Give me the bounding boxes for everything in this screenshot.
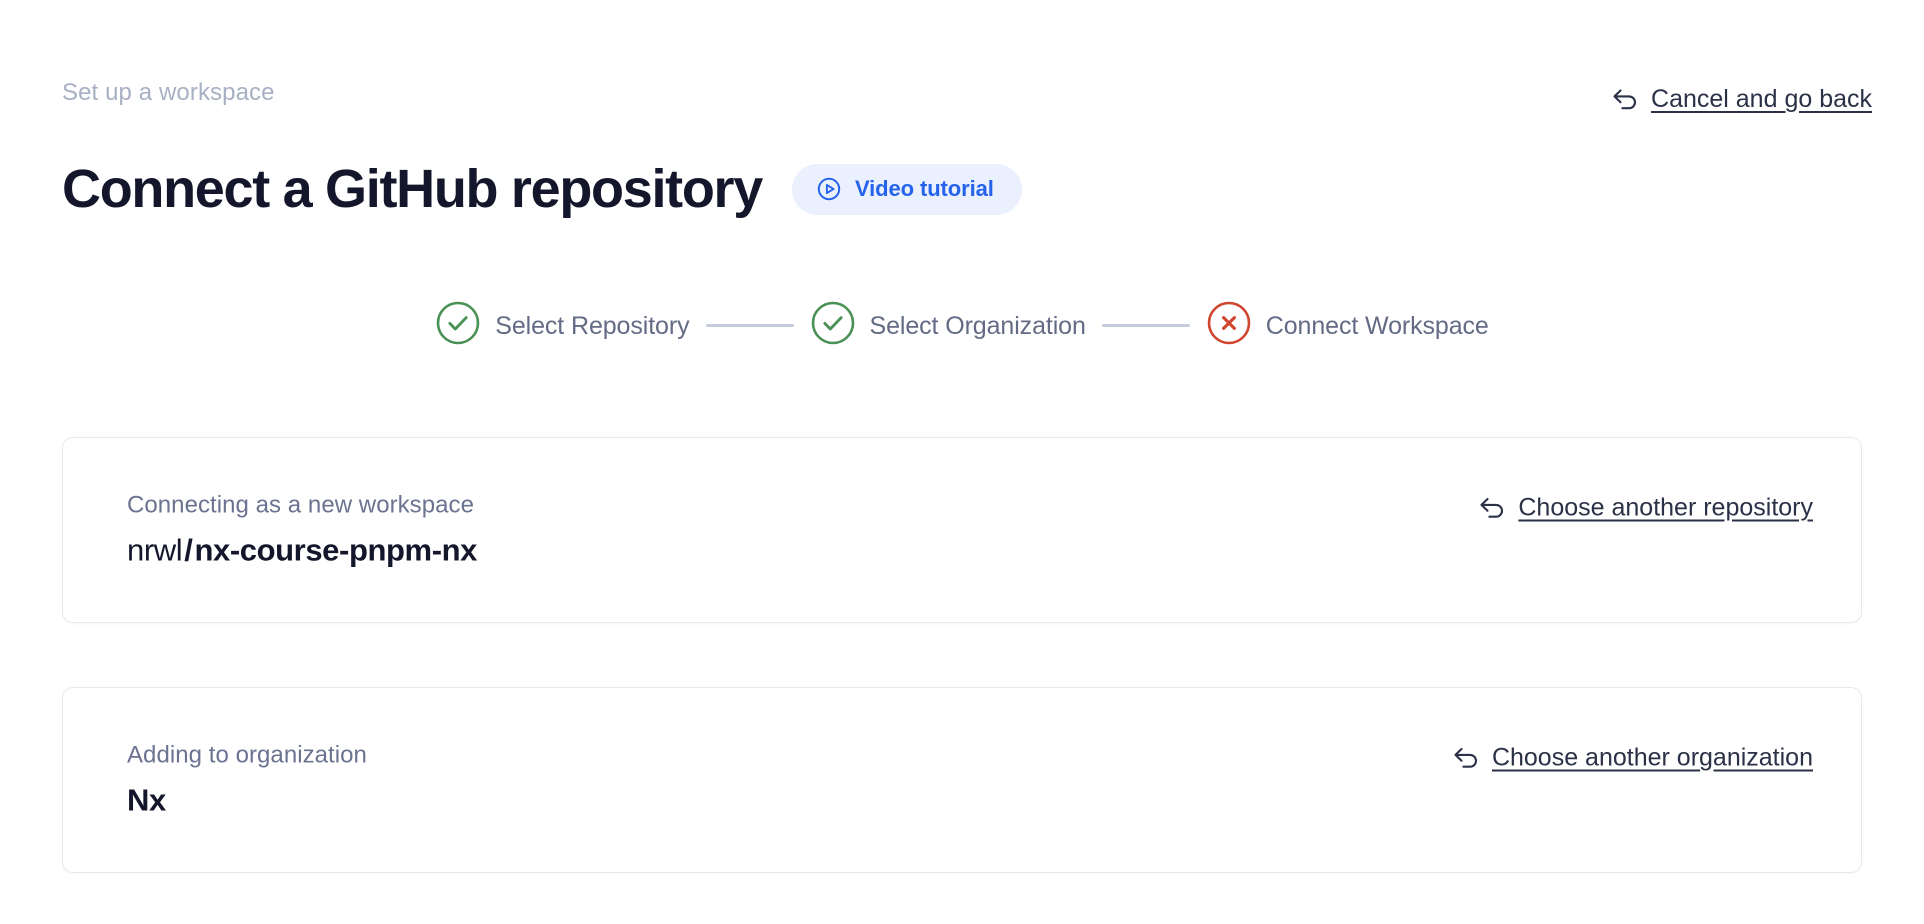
repository-card: Connecting as a new workspace nrwl/nx-co… <box>62 437 1862 623</box>
organization-card-value: Nx <box>127 782 166 818</box>
organization-card-inner: Adding to organization Nx Choose another… <box>127 741 1813 820</box>
stepper-connector-1 <box>705 324 794 327</box>
stepper-label-connect-workspace: Connect Workspace <box>1265 311 1489 340</box>
back-arrow-icon <box>1477 494 1507 521</box>
choose-another-organization-label: Choose another organization <box>1491 743 1813 772</box>
choose-another-repository-label: Choose another repository <box>1518 493 1813 522</box>
stepper-step-select-repository[interactable]: Select Repository <box>435 300 690 351</box>
back-arrow-icon <box>1610 86 1640 113</box>
repository-card-value: nrwl/nx-course-pnpm-nx <box>127 532 477 570</box>
repository-card-inner: Connecting as a new workspace nrwl/nx-co… <box>127 491 1813 570</box>
stepper-step-select-organization[interactable]: Select Organization <box>810 300 1086 351</box>
cancel-and-go-back-link[interactable]: Cancel and go back <box>1610 84 1872 114</box>
stepper-label-select-organization: Select Organization <box>869 311 1086 340</box>
page-title: Connect a GitHub repository <box>62 159 763 220</box>
x-circle-icon <box>1206 300 1252 351</box>
check-circle-icon <box>435 300 481 351</box>
play-circle-icon <box>816 176 842 202</box>
repository-card-caption: Connecting as a new workspace <box>127 491 474 519</box>
video-tutorial-label: Video tutorial <box>854 175 994 201</box>
repository-card-text: Connecting as a new workspace nrwl/nx-co… <box>127 491 477 570</box>
organization-card: Adding to organization Nx Choose another… <box>62 687 1862 873</box>
title-row: Connect a GitHub repository Video tutori… <box>62 122 1872 256</box>
breadcrumb-eyebrow: Set up a workspace <box>62 79 275 106</box>
repository-owner: nrwl <box>127 532 183 568</box>
choose-another-organization-link[interactable]: Choose another organization <box>1451 743 1813 773</box>
video-tutorial-button[interactable]: Video tutorial <box>791 163 1022 215</box>
choose-another-repository-link[interactable]: Choose another repository <box>1477 493 1813 523</box>
progress-stepper: Select Repository Select Organization Co… <box>0 300 1924 351</box>
stepper-connector-2 <box>1101 324 1190 327</box>
page-header: Set up a workspace Connect a GitHub repo… <box>62 78 1872 219</box>
back-arrow-icon <box>1451 744 1481 771</box>
stepper-step-connect-workspace[interactable]: Connect Workspace <box>1206 300 1489 351</box>
repository-name: nx-course-pnpm-nx <box>194 532 478 568</box>
repository-separator: / <box>184 532 193 568</box>
organization-card-text: Adding to organization Nx <box>127 741 367 820</box>
organization-card-caption: Adding to organization <box>127 741 367 769</box>
check-circle-icon <box>810 300 856 351</box>
stepper-label-select-repository: Select Repository <box>495 311 690 340</box>
cancel-and-go-back-label: Cancel and go back <box>1651 85 1872 113</box>
